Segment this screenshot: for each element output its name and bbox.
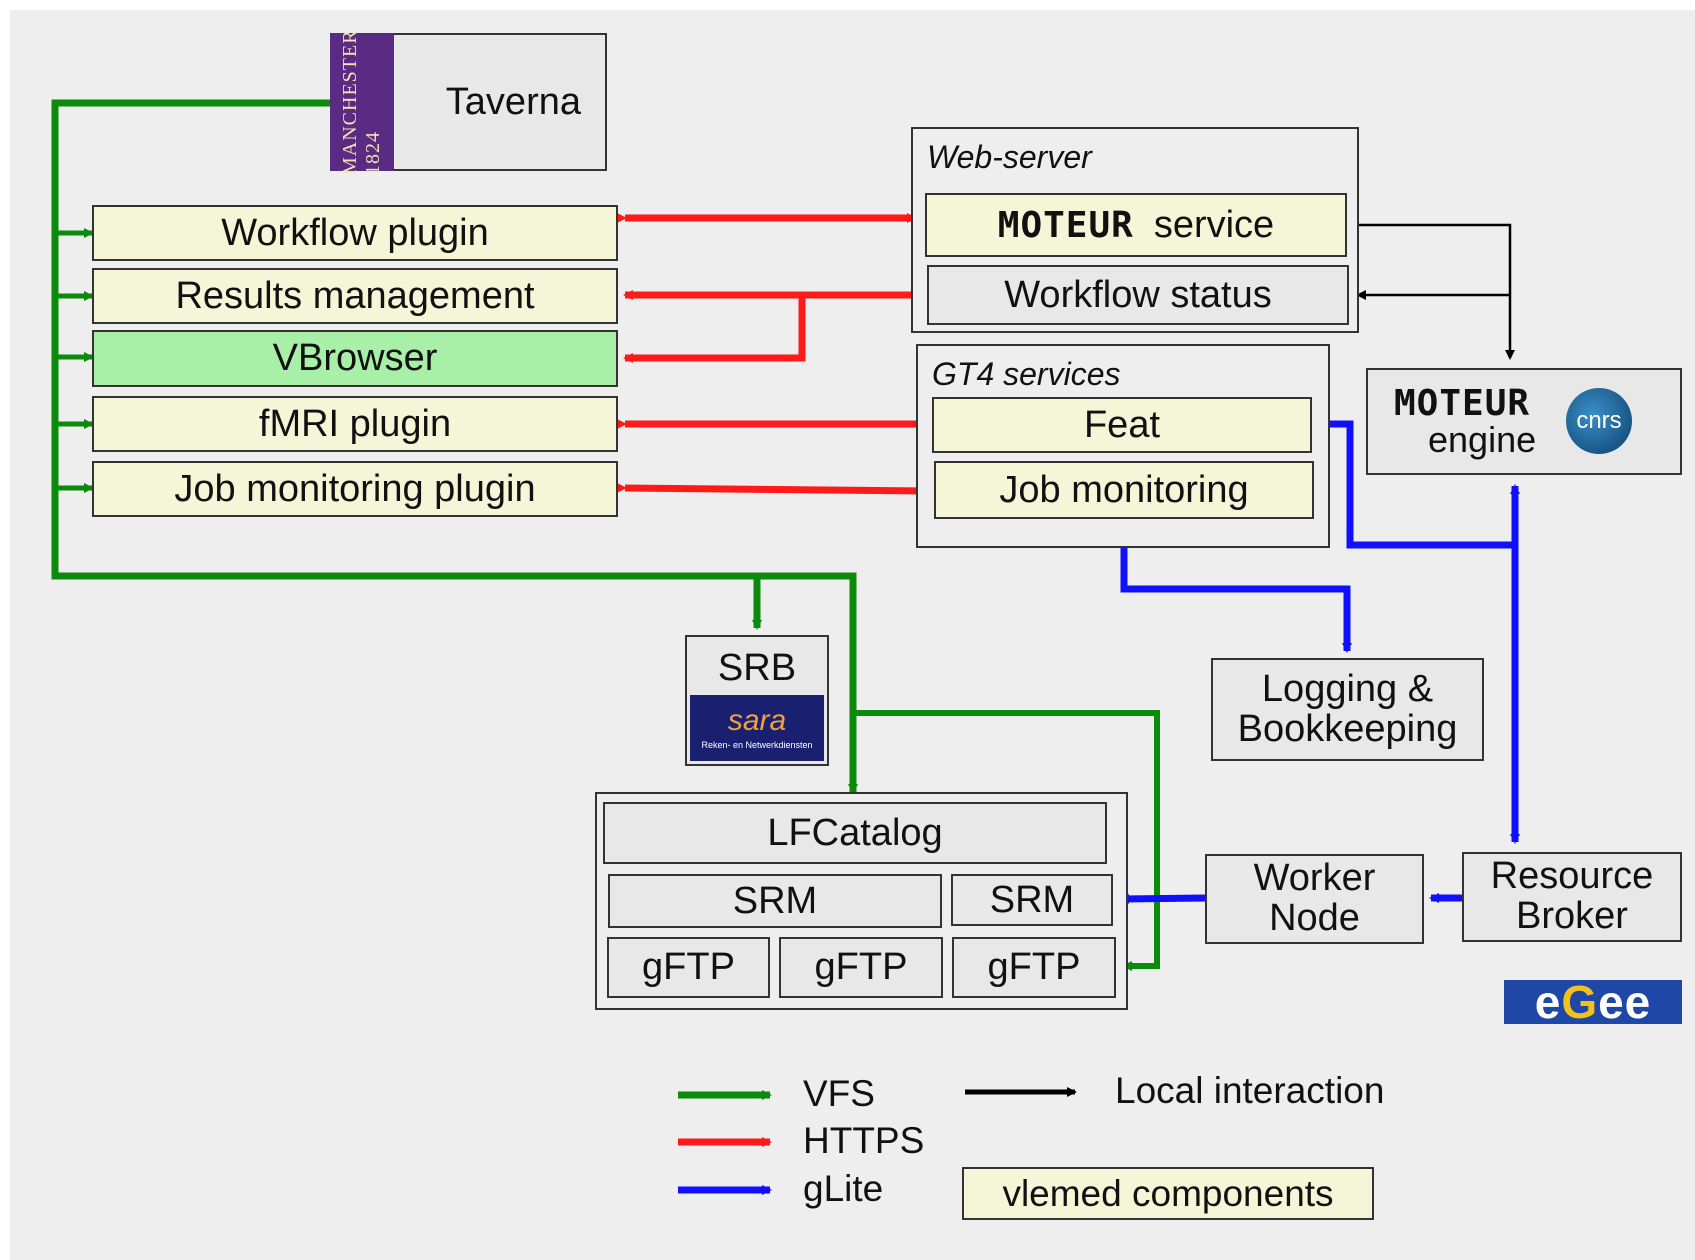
lfcatalog-label: LFCatalog bbox=[767, 811, 943, 854]
logging-bookkeeping-line1: Logging & bbox=[1261, 667, 1434, 710]
feat-label: Feat bbox=[1083, 403, 1161, 446]
manchester-logo-text: MANCHESTER 1824 bbox=[339, 29, 384, 175]
moteur-engine-logo: MOTEUR bbox=[1394, 382, 1531, 424]
legend-arrows bbox=[678, 1087, 1077, 1195]
srm-box-1: SRM bbox=[608, 874, 942, 928]
job-monitoring-plugin-label: Job monitoring plugin bbox=[174, 467, 536, 510]
srm-box-2: SRM bbox=[951, 874, 1113, 926]
https-lines bbox=[616, 213, 930, 496]
sara-logo: sara Reken- en Netwerkdiensten bbox=[690, 695, 824, 761]
egee-logo-g: G bbox=[1561, 976, 1599, 1028]
srb-label: SRB bbox=[717, 647, 797, 689]
logging-bookkeeping-box: Logging & Bookkeeping bbox=[1211, 658, 1484, 761]
worker-node-box: Worker Node bbox=[1205, 854, 1424, 944]
manchester-logo: MANCHESTER 1824 bbox=[330, 29, 394, 175]
moteur-engine-box: MOTEUR engine bbox=[1366, 368, 1682, 475]
legend-local-label: Local interaction bbox=[1115, 1070, 1385, 1111]
vbrowser-box: VBrowser bbox=[92, 330, 618, 387]
srm-label-2: SRM bbox=[989, 878, 1075, 921]
workflow-status-box: Workflow status bbox=[927, 265, 1349, 325]
cnrs-logo: cnrs bbox=[1566, 388, 1632, 454]
sara-logo-text: sara bbox=[727, 704, 787, 737]
logging-bookkeeping-line2: Bookkeeping bbox=[1237, 707, 1458, 750]
job-monitoring-label: Job monitoring bbox=[999, 468, 1249, 511]
egee-logo-e: e bbox=[1534, 976, 1562, 1028]
gt4-services-title: GT4 services bbox=[932, 356, 1121, 392]
lfcatalog-box: LFCatalog bbox=[603, 802, 1107, 864]
gftp-box-2: gFTP bbox=[779, 937, 943, 998]
job-monitoring-plugin-box: Job monitoring plugin bbox=[92, 461, 618, 517]
legend-https-label: HTTPS bbox=[803, 1120, 925, 1161]
egee-logo-ee: ee bbox=[1598, 976, 1652, 1028]
workflow-plugin-label: Workflow plugin bbox=[221, 211, 489, 254]
fmri-plugin-box: fMRI plugin bbox=[92, 396, 618, 452]
results-management-box: Results management bbox=[92, 268, 618, 324]
sara-logo-tagline: Reken- en Netwerkdiensten bbox=[701, 740, 813, 750]
glite-lines bbox=[1119, 420, 1520, 904]
cnrs-logo-text: cnrs bbox=[1576, 407, 1622, 434]
job-monitoring-box: Job monitoring bbox=[934, 461, 1314, 519]
vbrowser-label: VBrowser bbox=[272, 337, 438, 379]
gftp-label-1: gFTP bbox=[642, 946, 735, 988]
gftp-label-3: gFTP bbox=[987, 946, 1081, 988]
local-lines bbox=[1348, 223, 1515, 360]
worker-node-line1: Worker bbox=[1253, 857, 1376, 900]
gftp-box-3: gFTP bbox=[952, 937, 1116, 998]
resource-broker-box: Resource Broker bbox=[1462, 852, 1682, 942]
legend-glite-label: gLite bbox=[803, 1168, 884, 1209]
resource-broker-line2: Broker bbox=[1516, 895, 1628, 937]
moteur-service-label: service bbox=[1153, 203, 1275, 246]
moteur-service-box: MOTEUR service bbox=[925, 193, 1347, 257]
feat-box: Feat bbox=[932, 397, 1312, 453]
web-server-title: Web-server bbox=[927, 139, 1092, 175]
resource-broker-line1: Resource bbox=[1490, 855, 1654, 898]
workflow-plugin-box: Workflow plugin bbox=[92, 205, 618, 261]
workflow-status-label: Workflow status bbox=[1004, 273, 1272, 316]
moteur-logo: MOTEUR bbox=[997, 204, 1134, 246]
legend-vfs-label: VFS bbox=[803, 1073, 875, 1114]
gftp-box-1: gFTP bbox=[607, 937, 770, 998]
legend-vlemed-label: vlemed components bbox=[1002, 1172, 1334, 1214]
moteur-engine-label: engine bbox=[1428, 418, 1537, 460]
legend-vlemed-box: vlemed components bbox=[962, 1167, 1374, 1220]
results-management-label: Results management bbox=[175, 274, 535, 317]
srm-label-1: SRM bbox=[732, 879, 818, 922]
gftp-label-2: gFTP bbox=[814, 946, 908, 988]
worker-node-line2: Node bbox=[1269, 897, 1360, 939]
fmri-plugin-label: fMRI plugin bbox=[258, 402, 452, 445]
taverna-label: Taverna bbox=[445, 80, 581, 123]
vfs-lines bbox=[51, 99, 1160, 971]
